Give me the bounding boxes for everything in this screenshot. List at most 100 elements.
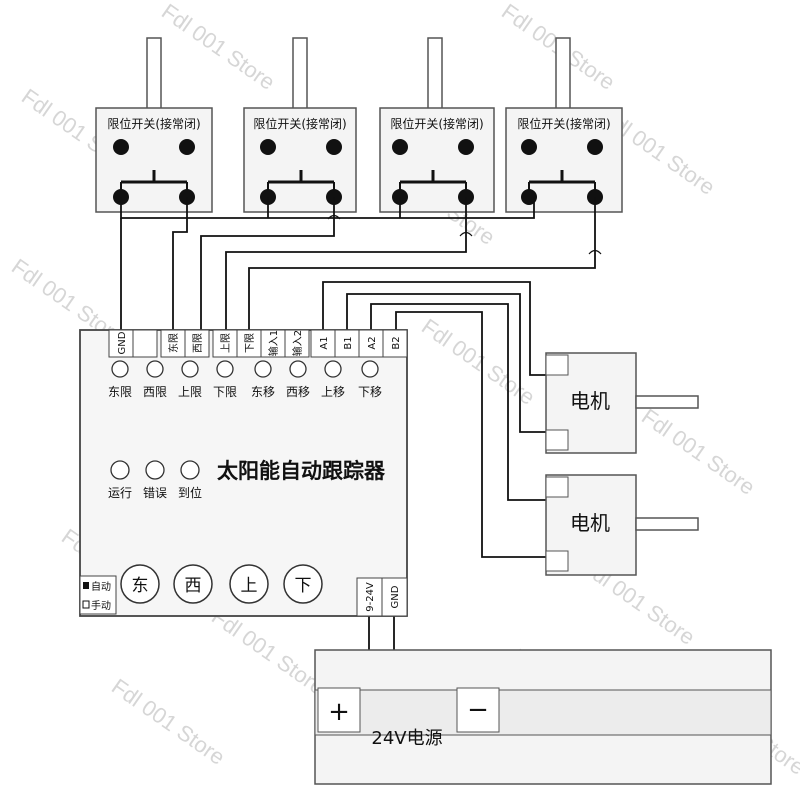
button-row: 东西上下 xyxy=(120,564,323,604)
indicator-led xyxy=(181,360,199,378)
status-label: 运行 xyxy=(108,486,132,500)
status-led xyxy=(180,460,200,480)
limit-switch-1: 限位开关(接常闭) xyxy=(95,37,213,213)
terminal-dot xyxy=(587,139,603,155)
indicator-led xyxy=(254,360,272,378)
motor-shaft xyxy=(635,517,699,531)
terminal-label: GND xyxy=(117,331,128,354)
mode-auto-indicator xyxy=(83,582,89,589)
terminal-dot xyxy=(521,139,537,155)
control-button[interactable] xyxy=(173,564,213,604)
terminal-label: B2 xyxy=(391,336,402,349)
indicator-label: 东移 xyxy=(251,385,275,399)
control-button-label: 东 xyxy=(132,576,149,596)
terminal-cell xyxy=(236,329,262,358)
terminal-label: 东限 xyxy=(167,333,180,353)
wire-up-limit xyxy=(225,197,467,330)
status-label: 错误 xyxy=(143,486,167,500)
wire-a2 xyxy=(370,303,546,501)
wire-power-negative xyxy=(393,612,520,653)
wire-a1 xyxy=(322,281,546,376)
terminal-cell xyxy=(132,329,158,358)
mode-manual-indicator xyxy=(82,600,90,609)
indicator-label: 上限 xyxy=(178,385,202,399)
negative-sign: − xyxy=(467,695,489,725)
indicator-row: 东限西限上限下限东移西移上移下移 xyxy=(108,360,382,399)
control-button-label: 西 xyxy=(185,576,202,596)
motor-1: 电机 xyxy=(545,352,699,454)
wire-down-limit xyxy=(248,197,596,330)
watermark: Fdl 001 Store xyxy=(417,314,540,410)
motor-shaft xyxy=(635,395,699,409)
wire-b1 xyxy=(346,293,546,433)
motor-2: 电机 xyxy=(545,474,699,576)
terminal-cell xyxy=(334,329,360,358)
motor-label: 电机 xyxy=(570,511,610,535)
indicator-led xyxy=(216,360,234,378)
terminal-dot xyxy=(179,139,195,155)
power-terminal-vin: 9-24V xyxy=(365,582,376,612)
terminal-dot xyxy=(113,139,129,155)
status-led xyxy=(145,460,165,480)
wire-crossover xyxy=(588,249,602,255)
terminal-cell xyxy=(260,329,286,358)
switch-label: 限位开关(接常闭) xyxy=(253,116,346,131)
control-button[interactable] xyxy=(120,564,160,604)
terminal-label: 输入1 xyxy=(267,330,280,356)
indicator-led xyxy=(289,360,307,378)
terminal-cell xyxy=(212,329,238,358)
terminal-dot xyxy=(458,139,474,155)
terminal-label: A2 xyxy=(367,336,378,349)
terminal-label: 上限 xyxy=(220,333,232,353)
switch-actuator-rod xyxy=(427,37,443,111)
power-terminal-gnd: GND xyxy=(390,585,401,608)
terminal-label: 下限 xyxy=(244,333,256,353)
indicator-label: 东限 xyxy=(108,385,132,399)
control-button-label: 下 xyxy=(295,576,312,596)
motor-terminal xyxy=(545,550,569,572)
indicator-led xyxy=(146,360,164,378)
terminal-cell xyxy=(310,329,336,358)
indicator-label: 上移 xyxy=(321,385,345,399)
status-row: 运行错误到位 xyxy=(108,460,202,500)
watermark: Fdl 001 Store xyxy=(107,674,230,770)
motor-terminal xyxy=(545,476,569,498)
junction-markers xyxy=(327,214,602,255)
terminal-label: 西限 xyxy=(192,333,204,353)
terminal-dot xyxy=(326,139,342,155)
switch-actuator-rod xyxy=(555,37,571,111)
terminal-label: A1 xyxy=(319,336,330,349)
watermark: Fdl 001 Store xyxy=(207,604,330,700)
control-button[interactable] xyxy=(283,564,323,604)
status-led xyxy=(110,460,130,480)
terminal-cell xyxy=(160,329,186,358)
wire-crossover xyxy=(459,231,473,237)
switch-label: 限位开关(接常闭) xyxy=(107,116,200,131)
terminal-cell xyxy=(184,329,210,358)
indicator-label: 西限 xyxy=(143,385,167,399)
negative-terminal xyxy=(456,687,500,733)
motor-terminal xyxy=(545,429,569,451)
control-button[interactable] xyxy=(229,564,269,604)
terminal-cell xyxy=(284,329,310,358)
wire-b2 xyxy=(395,311,546,558)
switch-label: 限位开关(接常闭) xyxy=(390,116,483,131)
indicator-label: 下移 xyxy=(358,385,382,399)
power-supply: + − 24V电源 xyxy=(314,649,772,785)
terminal-cell xyxy=(358,329,384,358)
motor-terminal xyxy=(545,354,569,376)
terminal-cell xyxy=(382,329,408,358)
control-button-label: 上 xyxy=(241,576,258,596)
indicator-led xyxy=(361,360,379,378)
power-supply-band xyxy=(314,689,772,736)
switch-label: 限位开关(接常闭) xyxy=(517,116,610,131)
switch-actuator-rod xyxy=(146,37,162,111)
limit-switch-3: 限位开关(接常闭) xyxy=(379,37,495,213)
power-supply-label: 24V电源 xyxy=(371,728,442,749)
wire-east-limit xyxy=(172,197,188,330)
limit-switch-2: 限位开关(接常闭) xyxy=(243,37,357,213)
controller-title: 太阳能自动跟踪器 xyxy=(217,459,386,483)
